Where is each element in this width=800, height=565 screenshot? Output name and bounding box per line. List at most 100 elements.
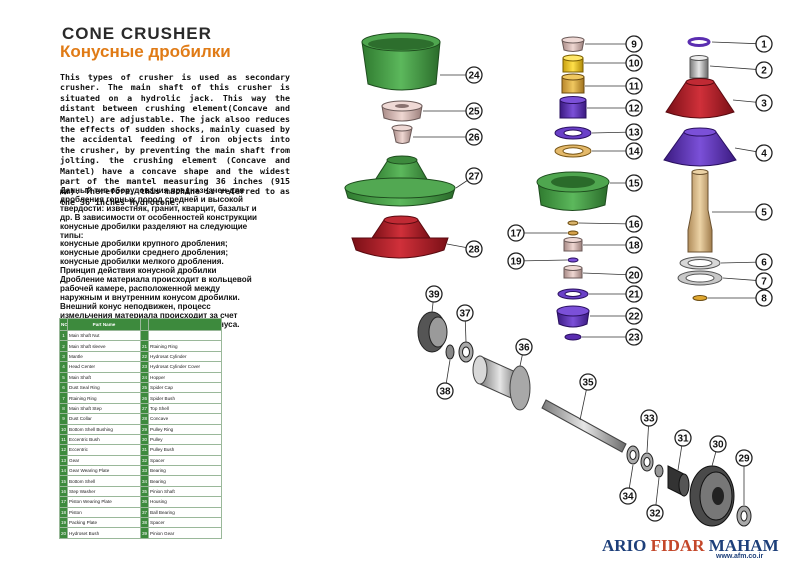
spacer-38-part xyxy=(445,344,455,360)
callout-1: 1 xyxy=(755,35,773,53)
callout-circle xyxy=(465,128,483,146)
callout-31: 31 xyxy=(674,429,692,447)
description-ru-line: конусные дробилки среднего дробления; xyxy=(60,248,229,258)
callout-5: 5 xyxy=(755,203,773,221)
bottom-shell-bushing-part xyxy=(562,54,584,73)
description-ru-line: конусные дробилки крупного дробления; xyxy=(60,239,228,249)
company-logo: ARIO FIDAR MAHAM xyxy=(602,536,779,556)
callout-22: 22 xyxy=(625,307,643,325)
head-center-part xyxy=(663,127,737,167)
callout-11: 11 xyxy=(625,77,643,95)
gear-wearing-plate-part xyxy=(554,144,592,158)
callout-35: 35 xyxy=(579,373,597,391)
callout-number: 24 xyxy=(468,71,480,82)
callout-13: 13 xyxy=(625,123,643,141)
callout-leader-line xyxy=(578,222,635,225)
callout-23: 23 xyxy=(625,328,643,346)
callout-number: 18 xyxy=(628,241,640,252)
callout-33: 33 xyxy=(640,409,658,427)
callout-10: 10 xyxy=(625,54,643,72)
hopper-part xyxy=(361,32,441,91)
callout-32: 32 xyxy=(646,504,664,522)
spacer-32-part xyxy=(654,464,664,478)
callout-leader-line xyxy=(709,65,765,71)
description-ru-line: дробления горных пород средней и высокой xyxy=(60,194,244,204)
callout-14: 14 xyxy=(625,142,643,160)
callout-circle xyxy=(456,304,474,322)
callout-circle xyxy=(507,224,525,242)
parts-table-header: NO Part Name xyxy=(59,318,222,331)
callout-number: 14 xyxy=(628,147,640,158)
callout-circle xyxy=(755,35,773,53)
description-ru-line: рабочей камере, расположенной между xyxy=(60,283,220,293)
packing-plate-part xyxy=(567,257,579,263)
callout-circle xyxy=(625,123,643,141)
callout-34: 34 xyxy=(619,487,637,505)
description-ru-line: твердости: известняк, гранит, кварцит, б… xyxy=(60,203,257,213)
eccentric-part xyxy=(559,96,587,119)
description-en: This types of crusher is used as seconda… xyxy=(60,72,290,207)
main-shaft-nut-part xyxy=(687,37,711,47)
callout-number: 19 xyxy=(510,257,522,268)
callout-circle xyxy=(674,429,692,447)
callout-circle xyxy=(625,142,643,160)
callout-37: 37 xyxy=(456,304,474,322)
callout-12: 12 xyxy=(625,99,643,117)
callout-6: 6 xyxy=(755,253,773,271)
callout-number: 27 xyxy=(468,172,480,183)
title-en: CONE CRUSHER xyxy=(62,24,212,43)
callout-number: 28 xyxy=(468,245,480,256)
callout-circle xyxy=(755,272,773,290)
callout-24: 24 xyxy=(465,66,483,84)
top-shell-part xyxy=(344,155,456,207)
callout-27: 27 xyxy=(465,167,483,185)
mantle-part xyxy=(665,78,735,119)
main-shaft-step-part xyxy=(692,295,708,301)
callout-20: 20 xyxy=(625,266,643,284)
callout-number: 3 xyxy=(761,99,767,110)
pinion-shaft-part xyxy=(541,399,627,453)
callout-circle xyxy=(625,174,643,192)
callout-number: 22 xyxy=(628,312,640,323)
callout-2: 2 xyxy=(755,61,773,79)
piston-wearing-plate-part xyxy=(567,230,579,236)
description-ru-line: конусные дробилки разделяют на следующие xyxy=(60,221,248,231)
callout-36: 36 xyxy=(515,338,533,356)
bottom-shell-part xyxy=(536,171,610,211)
dust-seal-ring-part xyxy=(679,256,721,270)
callout-number: 1 xyxy=(761,40,767,51)
callout-circle xyxy=(465,240,483,258)
callout-25: 25 xyxy=(465,102,483,120)
website-url: www.afm.co.ir xyxy=(716,553,764,560)
pulley-part xyxy=(689,465,735,527)
callout-4: 4 xyxy=(755,144,773,162)
callout-circle xyxy=(625,307,643,325)
callout-circle xyxy=(625,99,643,117)
callout-circle xyxy=(755,94,773,112)
callout-circle xyxy=(640,409,658,427)
callout-number: 33 xyxy=(643,414,655,425)
callout-circle xyxy=(507,252,525,270)
callout-circle xyxy=(755,144,773,162)
callout-number: 31 xyxy=(677,434,689,445)
housing-part xyxy=(472,355,531,411)
callout-circle xyxy=(625,236,643,254)
callout-number: 38 xyxy=(439,387,451,398)
callout-17: 17 xyxy=(507,224,525,242)
callout-number: 32 xyxy=(649,509,661,520)
callout-number: 2 xyxy=(761,66,767,77)
callout-number: 5 xyxy=(761,208,767,219)
callout-circle xyxy=(755,253,773,271)
callout-3: 3 xyxy=(755,94,773,112)
callout-number: 17 xyxy=(510,229,522,240)
dust-collar-part xyxy=(561,36,585,52)
callout-circle xyxy=(755,289,773,307)
